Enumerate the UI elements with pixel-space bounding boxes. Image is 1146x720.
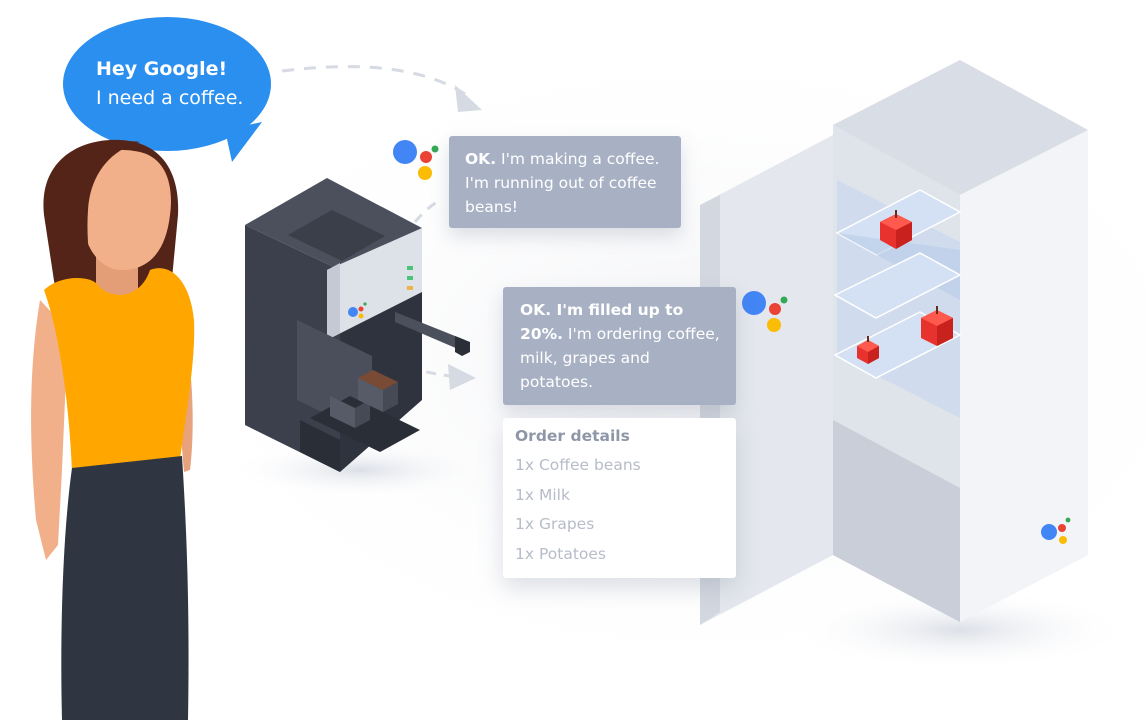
order-item: 1x Grapes — [515, 515, 595, 533]
coffee-machine — [245, 178, 470, 472]
coffee-message-text: I'm making a coffee. I'm running out of … — [465, 150, 660, 216]
arrow-icon — [448, 364, 476, 390]
coffee-message-lead: OK. — [465, 150, 497, 168]
fridge-shadow — [790, 590, 1130, 670]
coffee-machine-message: OK. I'm making a coffee. I'm running out… — [449, 136, 681, 228]
coffee-machine-shadow — [230, 442, 490, 498]
led-indicators — [407, 266, 413, 290]
fridge-message-lead: OK. I'm filled up to 20%. — [520, 301, 684, 343]
speech-line-2: I need a coffee. — [96, 87, 244, 109]
order-details-title: Order details — [515, 427, 630, 445]
user-speech-text: Hey Google! I need a coffee. — [96, 55, 243, 113]
fridge — [700, 60, 1088, 625]
fridge-message-text: I'm ordering coffee, milk, grapes and po… — [520, 325, 720, 391]
arrow-icon — [455, 85, 482, 112]
apple-icon — [921, 306, 953, 346]
arrow-speech-to-coffee — [281, 65, 482, 112]
google-assistant-icon — [393, 140, 439, 180]
google-assistant-icon — [348, 302, 367, 319]
apple-icon — [857, 336, 879, 364]
apple-icon — [880, 210, 912, 249]
speech-line-1: Hey Google! — [96, 58, 228, 80]
google-assistant-icon — [1041, 517, 1071, 544]
order-item: 1x Milk — [515, 485, 570, 504]
arrow-coffee-to-message — [413, 198, 441, 223]
fridge-message: OK. I'm filled up to 20%. I'm ordering c… — [503, 287, 736, 405]
user-speech-bubble — [63, 17, 271, 162]
google-assistant-icon — [742, 291, 788, 332]
order-item: 1x Potatoes — [515, 544, 606, 563]
order-details-card: Order details 1x Coffee beans 1x Milk 1x… — [503, 418, 736, 578]
woman — [31, 139, 195, 720]
order-item: 1x Coffee beans — [515, 456, 641, 474]
